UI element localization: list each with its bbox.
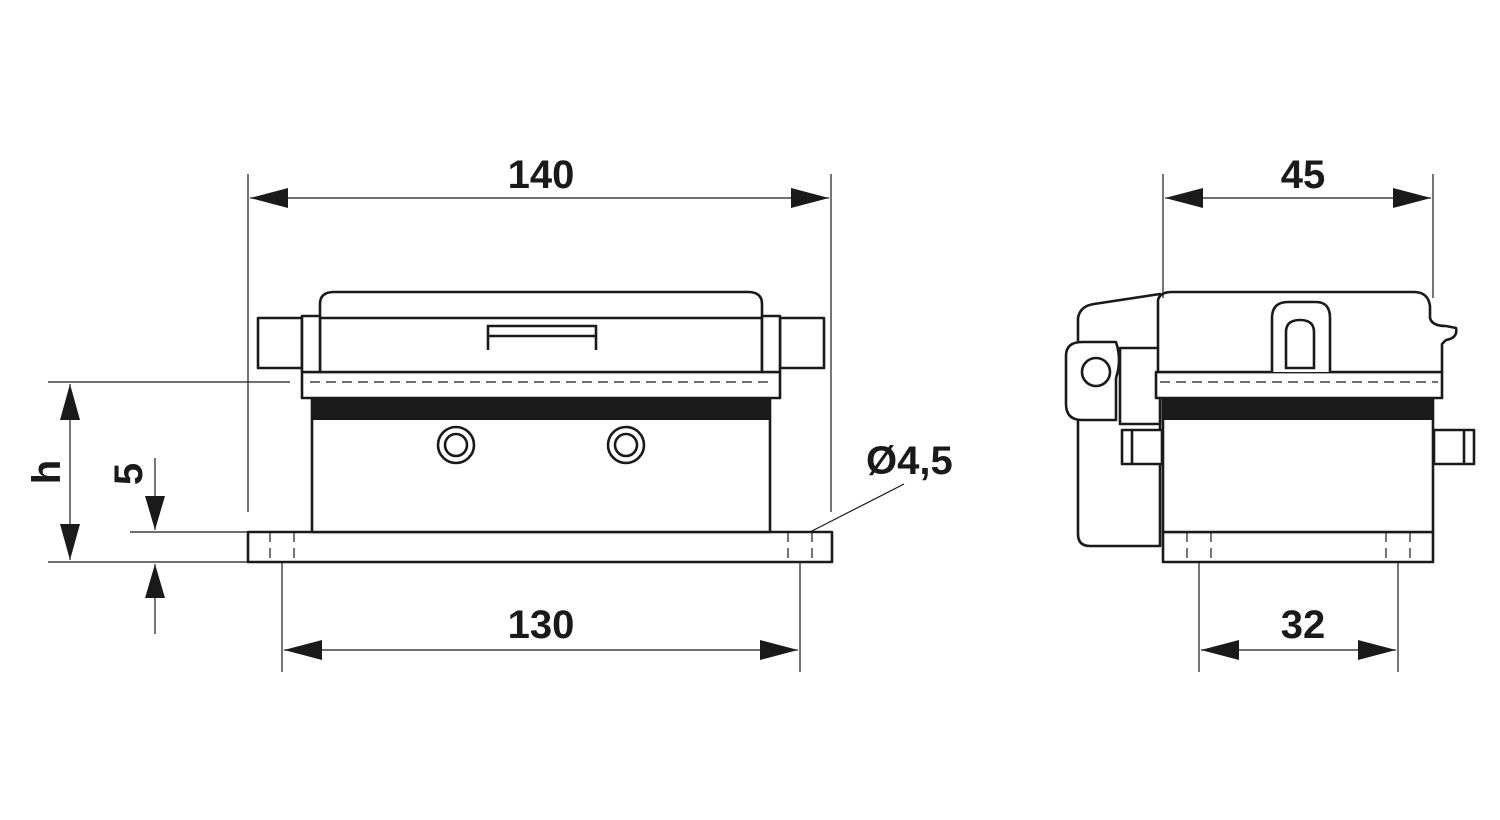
dim-label-45: 45 <box>1281 153 1326 197</box>
dimension-hole-diameter: Ø4,5 <box>726 439 953 533</box>
arrowhead <box>1358 640 1396 660</box>
front-right-peg-collar <box>760 314 782 374</box>
dim-label-140: 140 <box>508 153 575 197</box>
side-body <box>1161 396 1435 534</box>
leader-line <box>809 483 905 533</box>
arrowhead <box>1393 188 1431 208</box>
arrowhead <box>760 640 798 660</box>
side-seal-band <box>1163 398 1433 420</box>
side-lever-pin <box>1080 356 1112 388</box>
side-left-peg <box>1120 428 1164 466</box>
arrowhead <box>145 496 165 530</box>
front-screw-right-inner <box>613 432 639 458</box>
arrowhead <box>1201 640 1239 660</box>
side-view: 45 32 <box>1064 153 1476 672</box>
side-right-peg <box>1432 428 1476 466</box>
front-housing <box>246 290 834 564</box>
side-frame <box>1154 370 1444 400</box>
dimension-overall-width: 140 <box>247 153 832 512</box>
front-frame <box>300 370 782 400</box>
front-screw-left <box>436 425 476 465</box>
dim-label-130: 130 <box>508 603 575 647</box>
dim-label-h: h <box>25 460 69 484</box>
arrowhead <box>1165 188 1203 208</box>
dimension-overall-depth: 45 <box>1162 153 1434 298</box>
front-screw-left-inner <box>443 432 469 458</box>
front-flange <box>246 530 834 564</box>
side-lid-hook-slot <box>1284 318 1316 370</box>
side-flange <box>1161 530 1435 564</box>
dimension-flange-thickness: 5 <box>107 458 260 634</box>
arrowhead <box>60 524 80 560</box>
front-screw-right <box>606 425 646 465</box>
side-lever-arm <box>1118 346 1162 426</box>
front-left-peg <box>256 316 304 370</box>
arrowhead <box>145 564 165 598</box>
dim-label-32: 32 <box>1281 603 1326 647</box>
arrowhead <box>791 188 829 208</box>
dimension-height: h <box>25 381 290 563</box>
front-right-peg <box>778 316 826 370</box>
arrowhead <box>60 384 80 420</box>
front-lid <box>318 290 764 374</box>
dimension-hole-spacing-side: 32 <box>1198 562 1399 672</box>
dim-label-5: 5 <box>107 463 151 485</box>
dimension-hole-spacing-front: 130 <box>281 562 801 672</box>
front-view: 140 130 h 5 <box>25 153 953 672</box>
side-housing <box>1064 290 1476 564</box>
front-left-peg-collar <box>300 314 322 374</box>
arrowhead <box>284 640 322 660</box>
front-body <box>310 396 772 534</box>
dim-label-diameter: Ø4,5 <box>866 439 953 483</box>
front-lid-label-slot <box>486 324 598 350</box>
front-seal-band <box>312 398 770 420</box>
arrowhead <box>250 188 288 208</box>
